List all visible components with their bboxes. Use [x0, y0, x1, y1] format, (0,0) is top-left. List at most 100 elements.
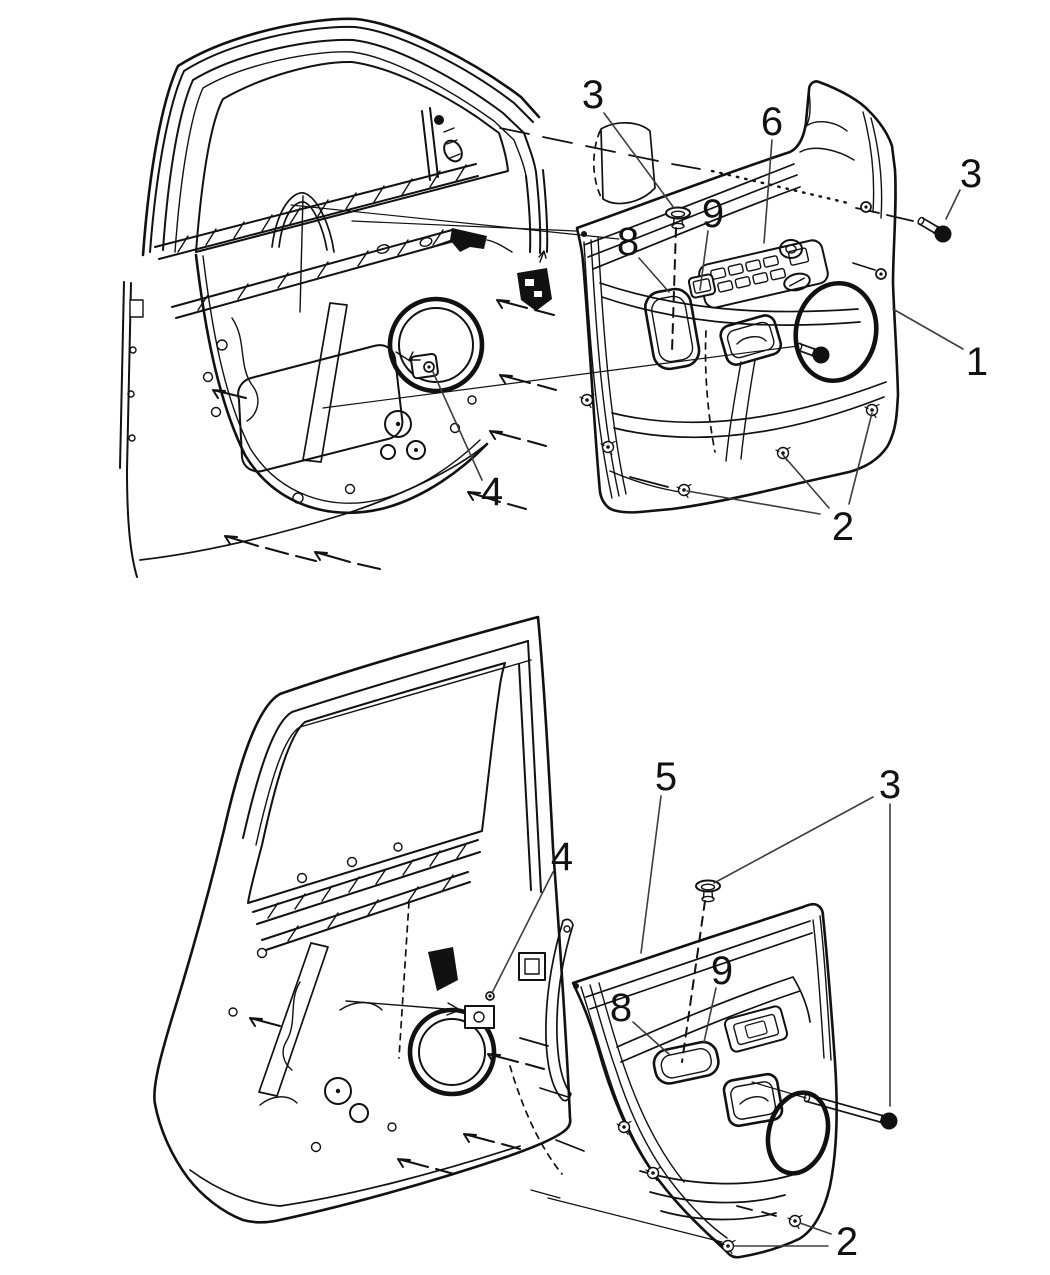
rear-frame-line3	[255, 659, 532, 846]
fasteners	[423, 201, 952, 1255]
front-seam-dash	[704, 330, 716, 453]
clip-fastener	[579, 393, 595, 409]
callout-label-front-trim-panel: 1	[966, 340, 988, 384]
front-belt-rail-1	[154, 163, 479, 260]
rear-handle-lever	[739, 1096, 769, 1105]
front-alignment-arrows	[212, 299, 557, 570]
front-pull-cup	[643, 287, 701, 371]
front-panel-sail	[600, 122, 656, 205]
front-handle-lever	[736, 336, 767, 345]
front-door-trim-panel	[499, 80, 914, 514]
rear-misc-arc-2	[259, 1096, 298, 1106]
rear-window-aperture	[247, 662, 506, 904]
callout-leaders	[432, 112, 964, 1247]
front-motor-2	[406, 440, 426, 460]
front-top-dots	[710, 169, 850, 205]
clip-fastener	[645, 1166, 661, 1182]
front-mirror-knob-inner	[785, 244, 797, 254]
leader-line-front-cup	[638, 257, 670, 293]
clip-fastener	[864, 403, 880, 419]
rear-frame-line2	[242, 640, 529, 839]
front-bpillar-band	[525, 169, 549, 254]
rear-panel-outline	[571, 902, 838, 1259]
leader-line-front-clips	[686, 490, 821, 515]
grommet-fastener	[485, 991, 495, 1001]
front-cable	[231, 317, 259, 422]
push-pin-fastener	[665, 206, 691, 353]
rear-guide-dash	[398, 901, 410, 1059]
rear-pin-dashes	[736, 1205, 777, 1217]
rear-striker-bracket	[518, 952, 546, 981]
callout-label-rear-fasteners: 3	[879, 763, 901, 807]
rear-grommet-tab-hole	[473, 1011, 485, 1023]
front-panel-speaker	[793, 280, 879, 384]
rear-pocket	[639, 1170, 793, 1221]
clip-fastener	[787, 1214, 803, 1230]
front-door-speaker-inner	[398, 307, 474, 383]
front-pocket	[611, 381, 887, 439]
grommet-fastener	[875, 268, 887, 280]
front-axis-line-2	[351, 220, 577, 232]
rear-misc-arc-1	[339, 1001, 383, 1011]
rear-motor-1	[324, 1077, 352, 1105]
front-motor-3	[380, 444, 396, 460]
rear-panel-flange	[580, 982, 728, 1247]
leader-line-rear-cup	[632, 1021, 671, 1056]
rear-gap-dashes	[519, 1037, 585, 1152]
rear-door-speaker-inner	[418, 1018, 486, 1086]
rear-door-trim-panel	[545, 902, 838, 1259]
rear-panel-rail-lines	[585, 920, 813, 1010]
screw-fastener	[917, 216, 952, 243]
front-panel-sail-dash	[592, 130, 603, 200]
rear-belt-rail-2	[261, 871, 471, 951]
rear-pull-cup	[652, 1040, 720, 1085]
grommet-fastener	[423, 361, 435, 373]
rear-long-line-2	[530, 1189, 561, 1199]
rear-panel-speaker-arc	[767, 1098, 789, 1159]
front-panel-flag-lines	[799, 91, 883, 219]
callout-label-rear-cup: 8	[610, 986, 632, 1030]
front-belt-oval-1	[376, 244, 390, 254]
front-hem-slot	[129, 299, 144, 318]
front-motor-1	[384, 410, 412, 438]
leader-line-front-retainer-pin	[603, 112, 675, 209]
rear-long-line-1	[547, 1197, 723, 1243]
rear-latch-blob	[428, 947, 458, 991]
rear-alignment-arrows	[249, 1017, 545, 1175]
rear-gap-dash-curve	[509, 1065, 563, 1175]
front-handle-cutout	[719, 314, 783, 366]
front-axis-line-1	[290, 204, 620, 240]
front-lower-dash	[852, 262, 876, 271]
grommet-fastener	[860, 201, 872, 213]
leader-line-front-clips	[782, 454, 830, 509]
front-mirror-hole	[443, 139, 463, 163]
rear-door-shell	[153, 615, 723, 1243]
rear-panel-right-folds	[812, 915, 832, 1061]
front-sail-hatch	[443, 127, 461, 159]
front-sail-blob	[434, 115, 444, 125]
callout-label-rear-bezel: 9	[711, 949, 733, 993]
front-axis-line-3	[322, 345, 799, 409]
front-clip-dash	[629, 476, 669, 488]
front-regulator-rails	[302, 302, 348, 463]
rear-frame-right	[518, 640, 542, 893]
front-glass-rod	[299, 195, 304, 313]
rear-switch-bezel	[723, 1005, 789, 1053]
rear-regulator-rails	[258, 942, 329, 1097]
callout-label-front-grommet: 4	[481, 470, 503, 514]
front-latch-bracket	[517, 268, 552, 311]
clip-fastener	[676, 483, 692, 499]
front-door-frame-line4	[174, 51, 527, 253]
front-door-shell	[119, 17, 799, 578]
front-rail-dot	[581, 231, 587, 237]
rear-door-outline	[153, 615, 572, 1224]
leader-line-front-switch-plate	[763, 139, 773, 244]
rear-hem-bottom	[189, 1145, 521, 1207]
front-harness-blob	[450, 228, 487, 252]
callout-label-front-cup: 8	[617, 220, 639, 264]
front-opening	[237, 344, 404, 473]
callout-label-rear-clips: 2	[836, 1220, 858, 1264]
front-door-speaker-ring	[387, 296, 485, 394]
